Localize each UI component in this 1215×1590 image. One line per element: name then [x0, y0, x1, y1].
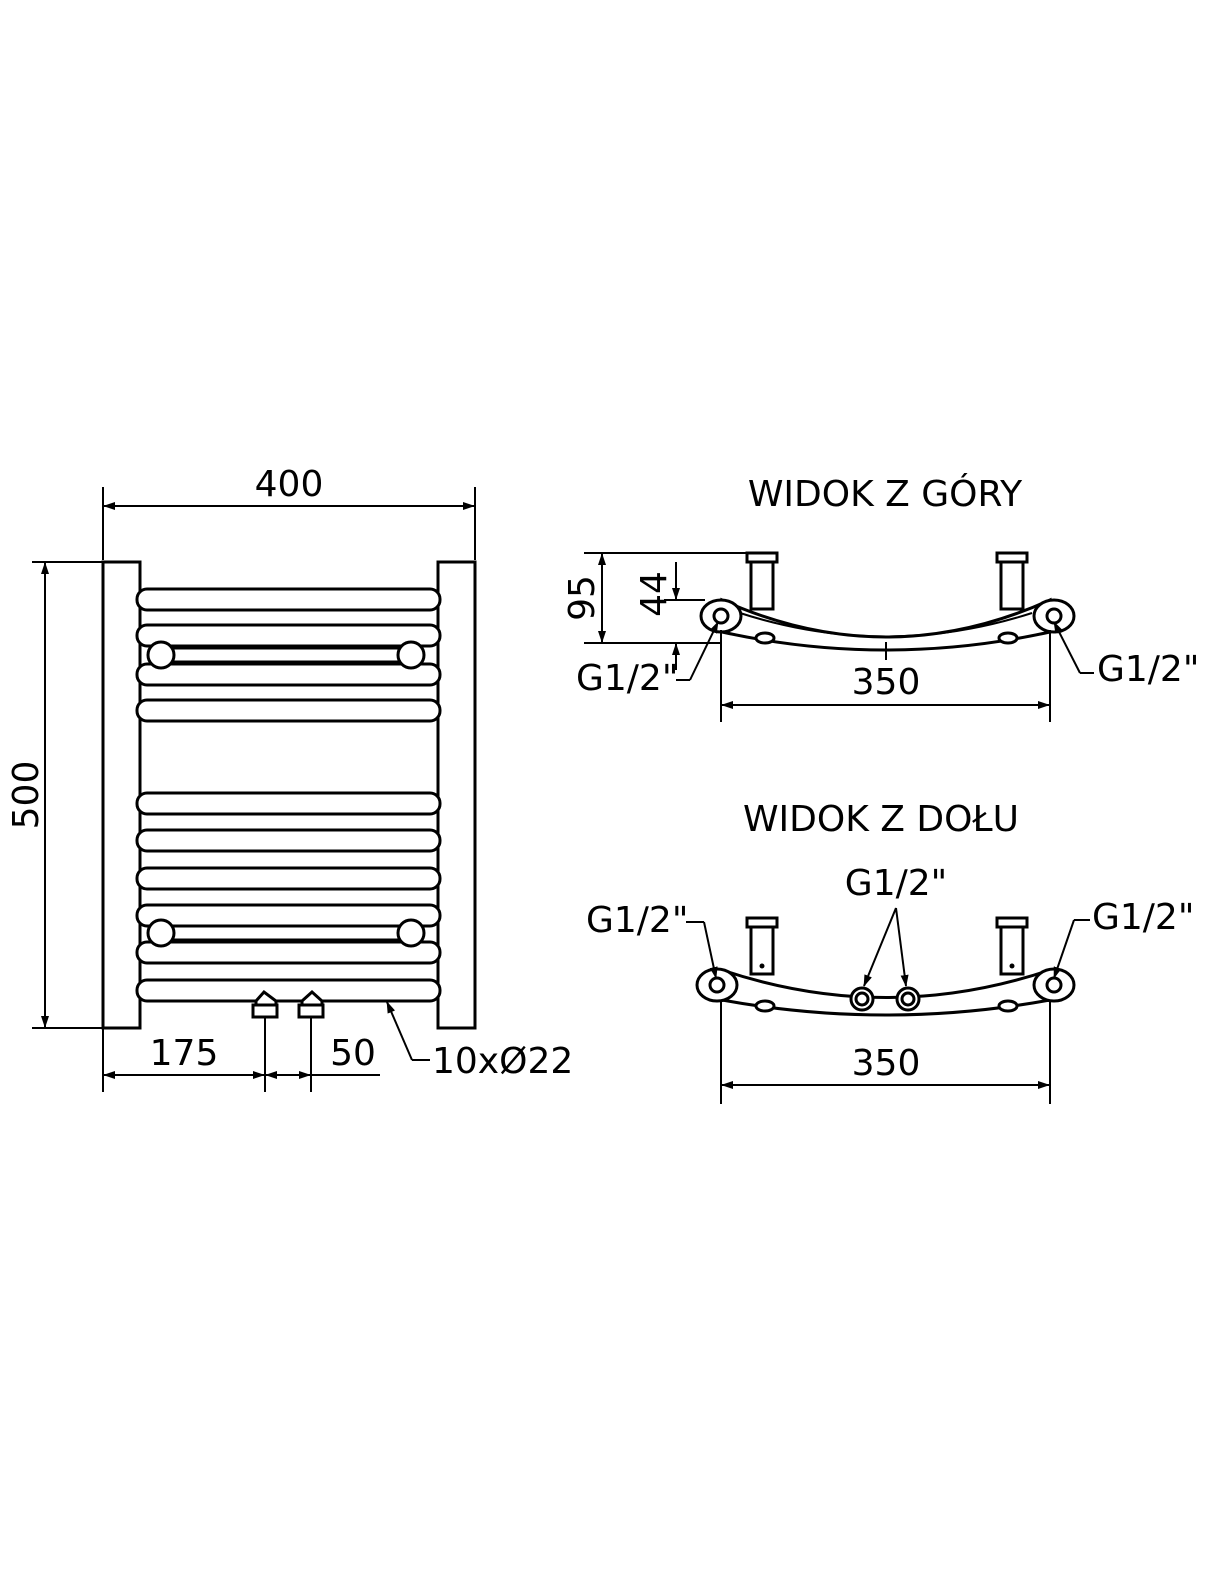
front-view: 400 500 175 50 10xØ22	[6, 464, 573, 1092]
tubes	[135, 587, 442, 1003]
tube	[135, 940, 442, 965]
tube	[135, 866, 442, 891]
tube	[135, 662, 442, 687]
top-view: WIDOK Z GÓRY 95 44 G1/2" G1/2"	[562, 473, 1199, 722]
thread-leader-center-right	[895, 907, 909, 987]
bottom-view: WIDOK Z DOŁU G1/2" G1/2" G1/2"	[586, 799, 1194, 1104]
top-view-title: WIDOK Z GÓRY	[748, 473, 1023, 515]
tube	[135, 903, 442, 928]
bracket-bolt	[396, 640, 426, 670]
tube	[135, 587, 442, 612]
thread-leader-right	[1053, 621, 1081, 674]
thread-leader-right	[1053, 919, 1075, 979]
spacing-dimension: 50	[330, 1033, 376, 1074]
thread-label-left: G1/2"	[576, 658, 678, 699]
tube	[135, 791, 442, 816]
spacing-dimension-bottom: 350	[852, 1043, 921, 1084]
thread-leader-center-left	[863, 907, 897, 987]
offset-dimension: 175	[150, 1033, 219, 1074]
thread-leader-left	[689, 621, 719, 681]
offset-depth-dimension: 44	[634, 571, 675, 617]
thread-leader-left	[703, 921, 718, 979]
bracket-bolt	[146, 918, 176, 948]
tube	[135, 698, 442, 723]
height-dimension: 500	[6, 761, 47, 830]
tube	[135, 828, 442, 853]
mounting-brackets	[146, 640, 426, 948]
spacing-dimension-top: 350	[852, 662, 921, 703]
thread-label-center: G1/2"	[845, 863, 947, 904]
width-dimension: 400	[255, 464, 324, 505]
tube	[135, 978, 442, 1003]
tube	[135, 623, 442, 648]
bracket-bolt	[396, 918, 426, 948]
thread-label-left: G1/2"	[586, 900, 688, 941]
tube-spec-leader	[386, 1001, 413, 1061]
depth-dimension: 95	[562, 575, 603, 621]
bracket-bolt	[146, 640, 176, 670]
tube-spec-label: 10xØ22	[432, 1041, 573, 1082]
thread-label-right: G1/2"	[1092, 897, 1194, 938]
bottom-view-title: WIDOK Z DOŁU	[743, 799, 1019, 840]
thread-label-right: G1/2"	[1097, 649, 1199, 690]
right-post	[436, 560, 477, 1030]
left-post	[101, 560, 142, 1030]
